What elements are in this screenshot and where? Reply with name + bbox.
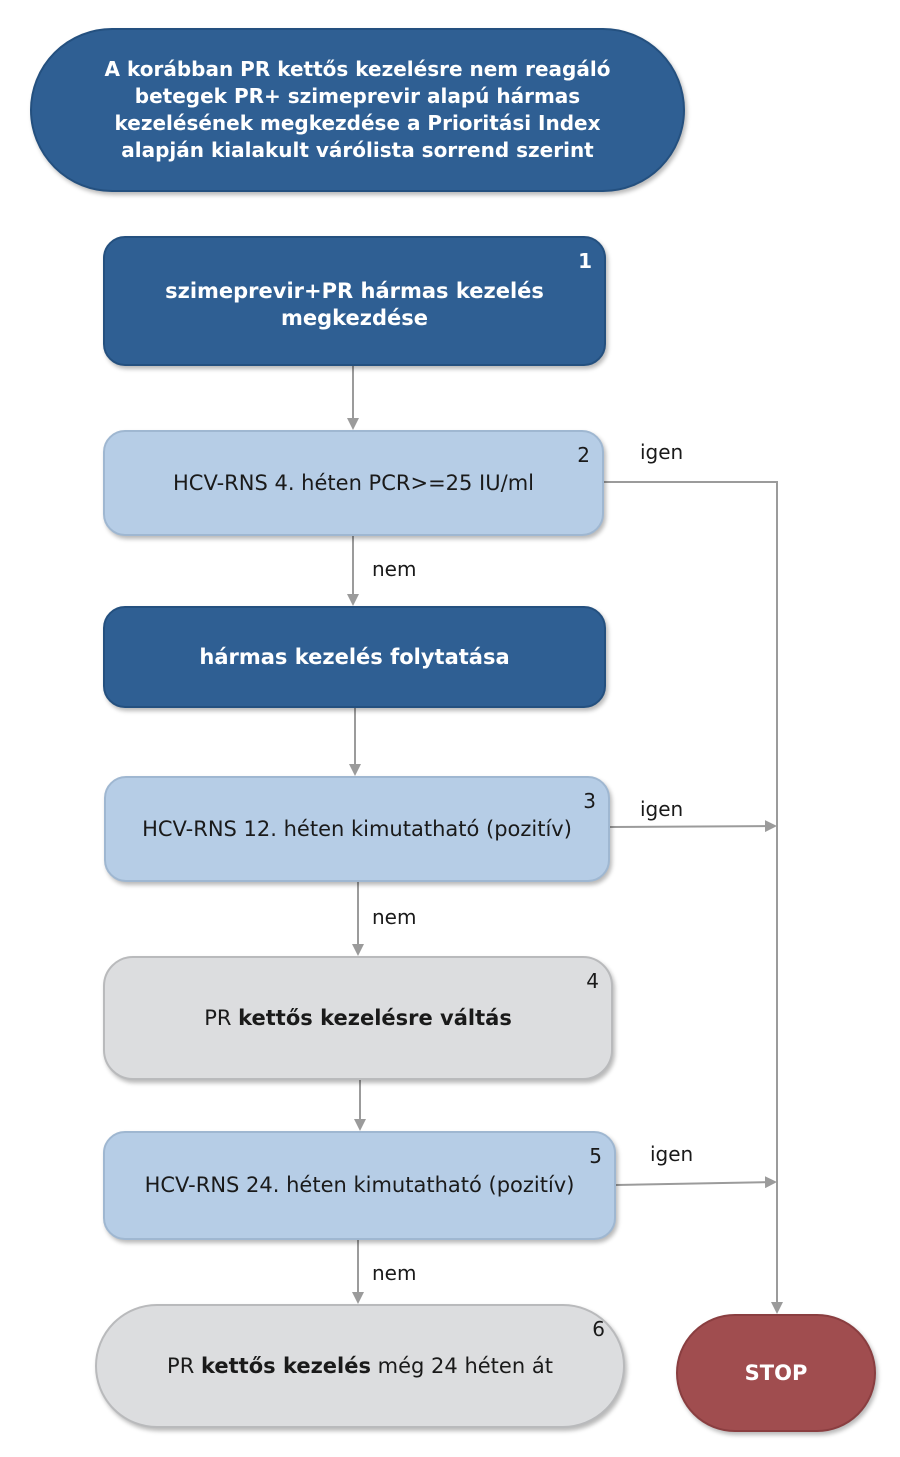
step-1-line-1: szimeprevir+PR hármas kezelés [165, 279, 544, 303]
step-6-text: PR kettős kezelés még 24 héten át [167, 1353, 553, 1378]
step-1-start-triple-therapy: 1 szimeprevir+PR hármas kezelés megkezdé… [103, 236, 606, 366]
stop-text: STOP [744, 1361, 808, 1385]
continue-text: hármas kezelés folytatása [199, 644, 510, 669]
edge-label-no-5: nem [372, 1261, 417, 1285]
step-4-text: PR kettős kezelésre váltás [204, 1005, 512, 1030]
step-number: 3 [583, 789, 596, 813]
step-number: 1 [578, 249, 592, 273]
start-line-4: alapján kialakult várólista sorrend szer… [121, 138, 594, 162]
start-node: A korábban PR kettős kezelésre nem reagá… [30, 28, 685, 192]
start-line-1: A korábban PR kettős kezelésre nem reagá… [104, 57, 611, 81]
edge-label-yes-5: igen [650, 1142, 694, 1166]
edge-label-no-2: nem [372, 557, 417, 581]
step-number: 2 [577, 443, 590, 467]
edge-label-yes-3: igen [640, 797, 684, 821]
stop-node: STOP [676, 1314, 876, 1432]
step-3-text: HCV-RNS 12. héten kimutatható (pozitív) [142, 816, 572, 841]
step-number: 6 [592, 1317, 605, 1341]
step-number: 4 [586, 969, 599, 993]
step-6-dual-24-weeks: 6 PR kettős kezelés még 24 héten át [95, 1304, 625, 1428]
step-5-week24-check: 5 HCV-RNS 24. héten kimutatható (pozitív… [103, 1131, 616, 1240]
edge-label-no-3: nem [372, 905, 417, 929]
arrow-2-yes-to-stop [604, 481, 783, 1314]
edge-label-yes-2: igen [640, 440, 684, 464]
step-1-line-2: megkezdése [280, 306, 429, 330]
step-4-switch-to-dual: 4 PR kettős kezelésre váltás [103, 956, 613, 1080]
step-2-week4-check: 2 HCV-RNS 4. héten PCR>=25 IU/ml [103, 430, 604, 536]
step-number: 5 [589, 1144, 602, 1168]
start-line-3: kezelésének megkezdése a Prioritási Inde… [114, 111, 601, 135]
start-line-2: betegek PR+ szimeprevir alapú hármas [134, 84, 581, 108]
arrow-3-yes [609, 820, 777, 833]
step-5-text: HCV-RNS 24. héten kimutatható (pozitív) [144, 1173, 575, 1197]
continue-triple-therapy: hármas kezelés folytatása [103, 606, 606, 708]
arrow-5-yes [615, 1176, 777, 1189]
step-3-week12-check: 3 HCV-RNS 12. héten kimutatható (pozitív… [104, 776, 610, 882]
step-2-text: HCV-RNS 4. héten PCR>=25 IU/ml [173, 470, 534, 495]
